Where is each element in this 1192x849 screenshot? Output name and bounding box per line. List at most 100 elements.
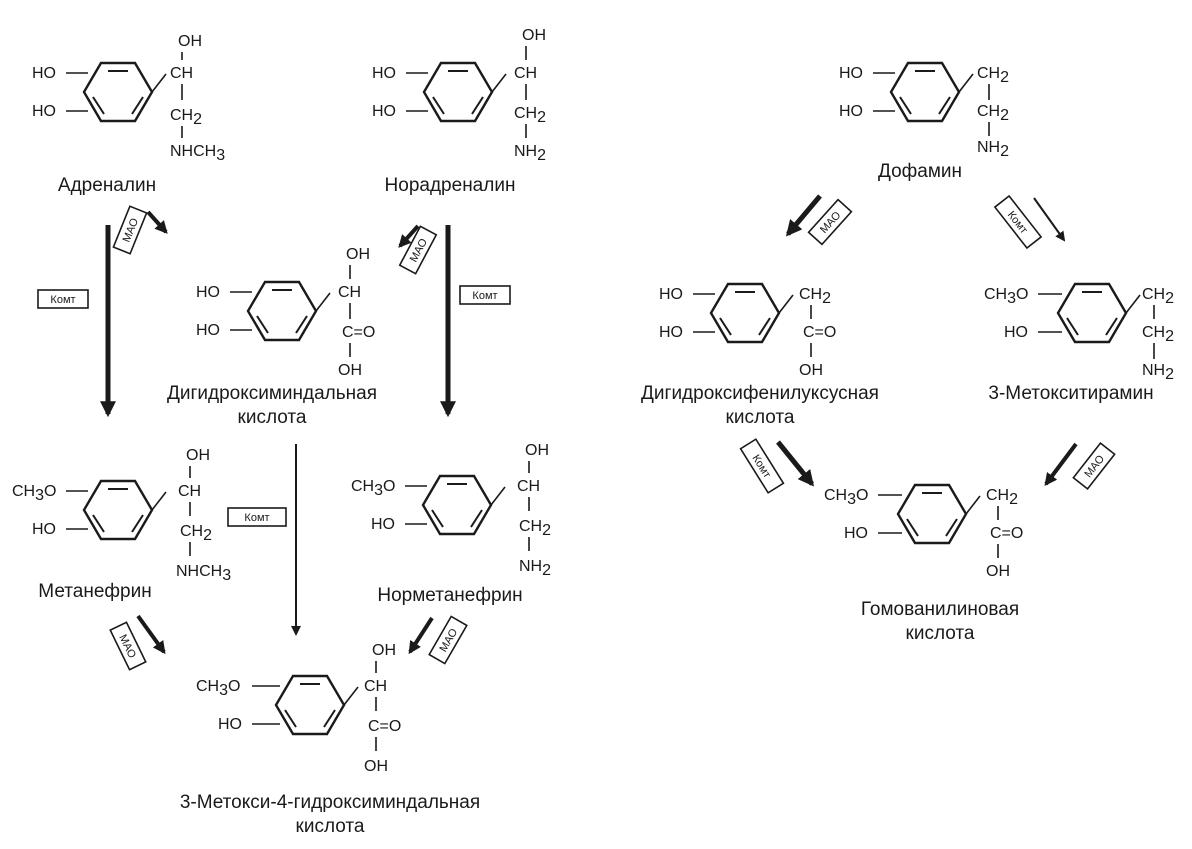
- arrow-mao-metanephrine-vma: [136, 614, 166, 655]
- oh-group: OH: [522, 27, 546, 44]
- ch3o-group: CH3O: [824, 487, 868, 508]
- nh2-group: NH2: [977, 139, 1009, 160]
- ch-group: CH: [364, 678, 387, 695]
- ho-group: HO: [844, 525, 868, 542]
- noradrenaline-label: Норадреналин: [384, 175, 516, 196]
- arrow-mao-normetanephrine-vma: [408, 616, 434, 655]
- ho-group: HO: [659, 286, 683, 303]
- ch-group: CH: [517, 478, 540, 495]
- ch3o-group: CH3O: [984, 286, 1028, 307]
- mao-tag: МАО: [112, 205, 148, 255]
- komt-tag: Комт: [993, 194, 1043, 250]
- ch-group: CH: [514, 65, 537, 82]
- ch3o-group: CH3O: [351, 478, 395, 499]
- normetanephrine-label: Норметанефрин: [377, 585, 523, 606]
- ho-group: HO: [839, 103, 863, 120]
- ch2-group: CH2: [1142, 324, 1174, 345]
- arrow-mao-adrenaline-dhma: [146, 210, 168, 234]
- carbonyl-group: C=O: [990, 525, 1023, 542]
- ho-group: HO: [32, 521, 56, 538]
- ch2-group: CH2: [170, 107, 202, 128]
- ch2-group: CH2: [1142, 286, 1174, 307]
- ho-group: HO: [196, 284, 220, 301]
- ch2-group: CH2: [519, 518, 551, 539]
- ho-group: HO: [32, 65, 56, 82]
- methoxytyramine-label: 3-Метокситирамин: [988, 383, 1154, 404]
- arrow-komt-dopamine-methoxytyramine: [1033, 197, 1066, 242]
- komt-tag: Комт: [739, 438, 785, 494]
- komt-tag: Комт: [37, 289, 89, 309]
- ho-group: HO: [372, 103, 396, 120]
- dopac-label-line2: кислота: [725, 407, 795, 428]
- oh-group: OH: [186, 447, 210, 464]
- ch-group: CH: [170, 65, 193, 82]
- ch2-group: CH2: [180, 523, 212, 544]
- dihydroxymandelic-acid-label-line2: кислота: [237, 407, 307, 428]
- oh-group: OH: [799, 362, 823, 379]
- mao-tag: МАО: [109, 621, 147, 671]
- arrow-mao-noradrenaline-dhma: [398, 224, 420, 248]
- ch3o-group: CH3O: [12, 483, 56, 504]
- dopamine-structure: HO HO CH2 CH2 NH2: [839, 61, 1009, 160]
- mao-tag: МАО: [807, 198, 853, 246]
- ho-group: HO: [659, 324, 683, 341]
- ch-group: CH: [178, 483, 201, 500]
- oh-group: OH: [364, 758, 388, 775]
- ho-group: HO: [32, 103, 56, 120]
- ch2-group: CH2: [977, 103, 1009, 124]
- oh-group: OH: [525, 442, 549, 459]
- metanephrine-structure: CH3O HO OH CH CH2 NHCH3: [12, 447, 231, 584]
- nh2-group: NH2: [519, 558, 551, 579]
- arrow-mao-dopamine-dopac: [785, 194, 822, 237]
- normetanephrine-structure: CH3O HO OH CH CH2 NH2: [351, 442, 551, 579]
- mao-tag: МАО: [398, 225, 438, 275]
- dihydroxymandelic-acid-structure: HO HO OH CH C=O OH: [196, 246, 375, 379]
- svg-text:Комт: Комт: [244, 512, 269, 524]
- ch3o-group: CH3O: [196, 678, 240, 699]
- methoxytyramine-structure: CH3O HO CH2 CH2 NH2: [984, 282, 1174, 383]
- dopac-label-line1: Дигидроксифенилуксусная: [641, 383, 879, 404]
- oh-group: OH: [346, 246, 370, 263]
- carbonyl-group: C=O: [342, 324, 375, 341]
- ho-group: HO: [839, 65, 863, 82]
- noradrenaline-structure: HO HO OH CH CH2 NH2: [372, 27, 546, 164]
- hva-label-line1: Гомованилиновая: [860, 599, 1020, 620]
- komt-tag: Комт: [227, 507, 287, 527]
- ch-group: CH: [338, 284, 361, 301]
- svg-text:Комт: Комт: [472, 290, 497, 302]
- ho-group: HO: [372, 65, 396, 82]
- komt-tag: Комт: [459, 285, 511, 305]
- ch2-group: CH2: [986, 487, 1018, 508]
- vma-label-line1: 3-Метокси-4-гидроксиминдальная: [179, 792, 481, 813]
- carbonyl-group: C=O: [803, 324, 836, 341]
- svg-text:Комт: Комт: [50, 294, 75, 306]
- vma-label-line2: кислота: [295, 816, 365, 837]
- dopamine-label: Дофамин: [877, 161, 962, 182]
- adrenaline-label: Адреналин: [57, 175, 157, 196]
- nhch3-group: NHCH3: [170, 143, 225, 164]
- ch2-group: CH2: [799, 286, 831, 307]
- dopac-structure: HO HO CH2 C=O OH: [659, 282, 836, 379]
- oh-group: OH: [338, 362, 362, 379]
- ch2-group: CH2: [514, 105, 546, 126]
- ch2-group: CH2: [977, 65, 1009, 86]
- mao-tag: МАО: [428, 615, 468, 665]
- arrow-mao-methoxytyramine-hva: [1044, 442, 1078, 487]
- nh2-group: NH2: [514, 143, 546, 164]
- arrow-komt-dopac-hva: [776, 440, 815, 487]
- nh2-group: NH2: [1142, 362, 1174, 383]
- ho-group: HO: [1004, 324, 1028, 341]
- nhch3-group: NHCH3: [176, 563, 231, 584]
- vma-structure: CH3O HO OH CH C=O OH: [196, 642, 401, 775]
- metanephrine-label: Метанефрин: [38, 581, 152, 602]
- hva-structure: CH3O HO CH2 C=O OH: [824, 483, 1023, 580]
- oh-group: OH: [986, 563, 1010, 580]
- oh-group: OH: [178, 33, 202, 50]
- dihydroxymandelic-acid-label-line1: Дигидроксиминдальная: [166, 383, 378, 404]
- carbonyl-group: C=O: [368, 718, 401, 735]
- ho-group: HO: [196, 322, 220, 339]
- mao-tag: МАО: [1072, 441, 1116, 491]
- ho-group: HO: [218, 716, 242, 733]
- hva-label-line2: кислота: [905, 623, 975, 644]
